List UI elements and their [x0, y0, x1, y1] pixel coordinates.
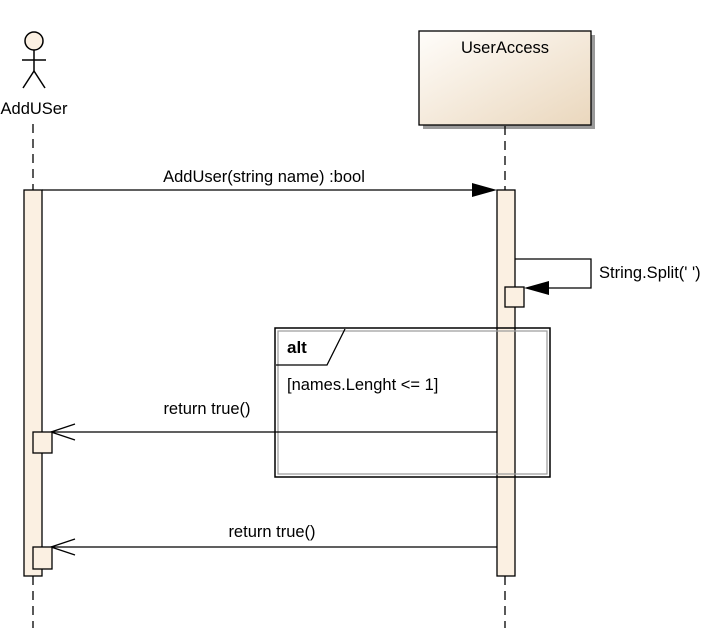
- participant-activation-bar: [496, 189, 516, 577]
- return-outer-activation: [32, 546, 53, 570]
- actor-activation-bar: [23, 189, 43, 577]
- message-return-inner[interactable]: return true(): [48, 400, 497, 441]
- actor-icon: [22, 31, 46, 89]
- message-add-user-label: AddUser(string name) :bool: [163, 168, 365, 186]
- return-inner-activation: [32, 431, 53, 454]
- actor-right-leg: [33, 70, 46, 89]
- alt-fragment-label-tab: [276, 328, 346, 366]
- self-call-activation: [504, 286, 525, 308]
- filled-arrowhead-icon: [524, 281, 549, 295]
- message-return-outer[interactable]: return true(): [48, 523, 497, 556]
- message-return-inner-label: return true(): [163, 400, 250, 418]
- message-add-user[interactable]: AddUser(string name) :bool: [42, 168, 497, 197]
- message-return-outer-label: return true(): [228, 523, 315, 541]
- filled-arrowhead-icon: [472, 183, 497, 197]
- alt-fragment-guard: [names.Lenght <= 1]: [287, 376, 438, 394]
- participant-box: [418, 30, 592, 126]
- message-string-split-label: String.Split(' '): [599, 264, 701, 282]
- actor-left-leg: [22, 70, 35, 89]
- alt-fragment-frame-inner: [277, 330, 548, 475]
- alt-fragment-frame-outer: [274, 327, 551, 478]
- participant-name: UserAccess: [461, 39, 549, 57]
- self-message-loop: [515, 258, 592, 289]
- message-string-split[interactable]: String.Split(' '): [515, 258, 701, 295]
- alt-fragment[interactable]: alt [names.Lenght <= 1]: [274, 327, 551, 478]
- actor-name: AddUSer: [1, 100, 68, 118]
- alt-fragment-operator: alt: [287, 338, 307, 357]
- participant-userAccess[interactable]: UserAccess: [418, 30, 595, 129]
- actor-head: [24, 31, 44, 51]
